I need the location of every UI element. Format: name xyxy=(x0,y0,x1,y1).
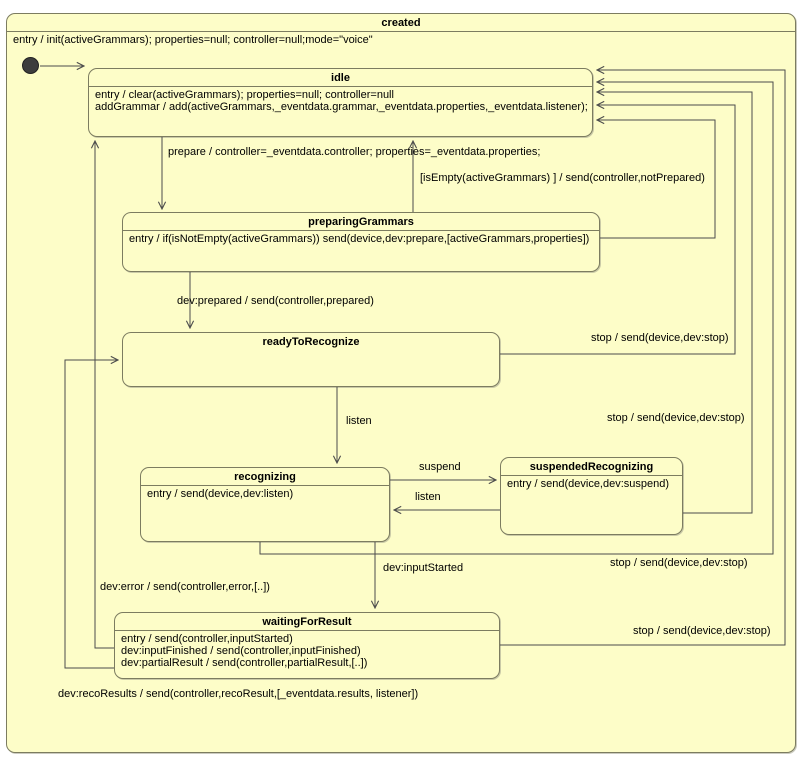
state-preparing-grammars-entry-action: entry / if(isNotEmpty(activeGrammars)) s… xyxy=(129,233,590,245)
state-idle-entry-action: entry / clear(activeGrammars); propertie… xyxy=(95,89,394,101)
state-waiting-for-result-partialresult-action: dev:partialResult / send(controller,part… xyxy=(121,657,368,669)
transition-dev-input-started-label: dev:inputStarted xyxy=(383,562,464,574)
state-idle-addgrammar-action: addGrammar / add(activeGrammars,_eventda… xyxy=(95,101,588,113)
state-suspended-recognizing-title: suspendedRecognizing xyxy=(501,458,682,476)
state-created-entry-action: entry / init(activeGrammars); properties… xyxy=(13,34,373,46)
state-created-title: created xyxy=(7,14,795,32)
state-preparing-grammars: preparingGrammars entry / if(isNotEmpty(… xyxy=(122,212,600,272)
state-suspended-recognizing: suspendedRecognizing entry / send(device… xyxy=(500,457,683,535)
transition-stop-ready-label: stop / send(device,dev:stop) xyxy=(591,332,729,344)
transition-suspend-label: suspend xyxy=(419,461,461,473)
transition-dev-error-label: dev:error / send(controller,error,[..]) xyxy=(100,581,270,593)
transition-stop-suspended-label: stop / send(device,dev:stop) xyxy=(607,412,745,424)
transition-not-prepared-label: [isEmpty(activeGrammars) ] / send(contro… xyxy=(420,172,705,184)
state-idle: idle entry / clear(activeGrammars); prop… xyxy=(88,68,593,137)
state-suspended-recognizing-entry-action: entry / send(device,dev:suspend) xyxy=(507,478,670,490)
transition-dev-prepared-label: dev:prepared / send(controller,prepared) xyxy=(177,295,374,307)
state-waiting-for-result-title: waitingForResult xyxy=(115,613,499,631)
state-waiting-for-result-entry-action: entry / send(controller,inputStarted) xyxy=(121,633,293,645)
state-waiting-for-result: waitingForResult entry / send(controller… xyxy=(114,612,500,679)
transition-listen-back-label: listen xyxy=(415,491,441,503)
state-ready-to-recognize-title: readyToRecognize xyxy=(262,336,360,348)
state-recognizing-entry-action: entry / send(device,dev:listen) xyxy=(147,488,294,500)
transition-stop-waiting-label: stop / send(device,dev:stop) xyxy=(633,625,771,637)
state-recognizing-title: recognizing xyxy=(141,468,389,486)
state-idle-title: idle xyxy=(89,69,592,87)
transition-listen-label: listen xyxy=(346,415,372,427)
state-ready-to-recognize: readyToRecognize xyxy=(122,332,500,387)
transition-dev-reco-results-label: dev:recoResults / send(controller,recoRe… xyxy=(58,688,419,700)
initial-state-marker xyxy=(22,57,39,74)
state-waiting-for-result-inputfinished-action: dev:inputFinished / send(controller,inpu… xyxy=(121,645,361,657)
state-recognizing: recognizing entry / send(device,dev:list… xyxy=(140,467,390,542)
transition-stop-recognizing-label: stop / send(device,dev:stop) xyxy=(610,557,748,569)
state-preparing-grammars-title: preparingGrammars xyxy=(123,213,599,231)
transition-prepare-label: prepare / controller=_eventdata.controll… xyxy=(168,146,541,158)
